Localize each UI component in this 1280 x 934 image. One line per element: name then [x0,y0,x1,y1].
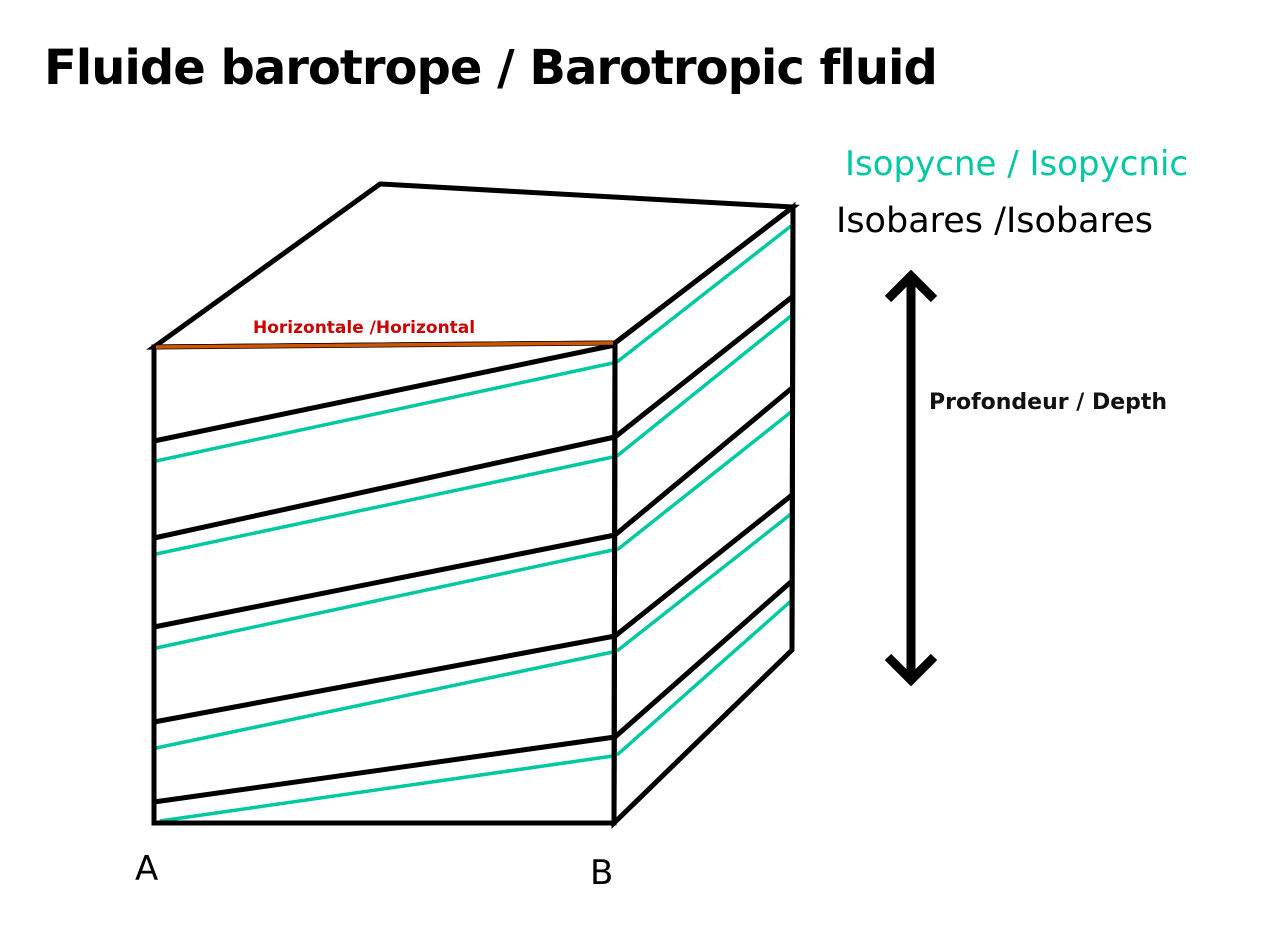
front-isopycnal-lines [155,361,614,823]
depth-label: Profondeur / Depth [929,390,1168,415]
horizontal-line [155,341,614,349]
side-isobar-lines [613,295,794,739]
front-isobar-lines [153,342,616,805]
point-a-label: A [135,849,159,889]
isopycnic-legend-label: Isopycne / Isopycnic [845,144,1189,184]
page-title: Fluide barotrope / Barotropic fluid [44,40,938,96]
point-b-label: B [590,853,614,893]
cube-edges [151,206,796,826]
isobares-legend-label: Isobares /Isobares [836,201,1153,241]
horizontal-label: Horizontale /Horizontal [253,318,476,338]
depth-double-arrow-icon [884,269,938,687]
side-isopycnal-lines [615,224,793,757]
